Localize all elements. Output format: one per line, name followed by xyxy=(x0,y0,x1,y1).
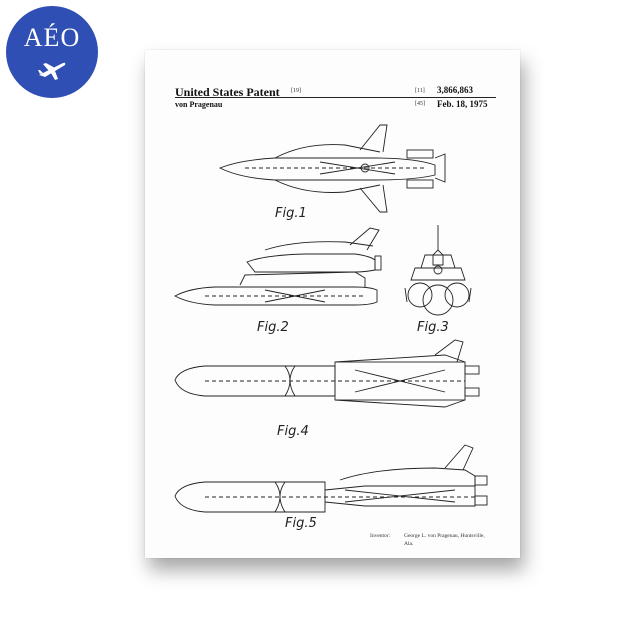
patent-date-ref: [45] xyxy=(415,101,425,107)
fig2-drawing xyxy=(174,227,382,306)
patent-title-ref: [19] xyxy=(291,88,301,94)
fig5-drawing xyxy=(174,444,488,513)
brand-logo-text: AÉO xyxy=(23,23,81,52)
patent-date: Feb. 18, 1975 xyxy=(437,99,488,109)
fig1-label: Fig.1 xyxy=(275,206,307,221)
airplane-icon xyxy=(38,62,66,80)
patent-drawing xyxy=(174,124,488,513)
fig2-label: Fig.2 xyxy=(257,320,289,335)
fig4-label: Fig.4 xyxy=(277,424,309,439)
patent-inventor-short: von Pragenau xyxy=(175,100,223,109)
fig4-drawing xyxy=(174,339,480,408)
inventor-name: George L. von Pragenau, Huntsville, xyxy=(404,533,485,539)
patent-number: 3,866,863 xyxy=(437,85,473,95)
fig3-drawing xyxy=(404,225,472,316)
fig1-drawing xyxy=(218,124,446,213)
patent-header: United States Patent [19] von Pragenau [… xyxy=(145,50,520,110)
inventor-location: Ala. xyxy=(404,541,414,547)
fig3-label: Fig.3 xyxy=(417,320,449,335)
brand-badge: AÉO xyxy=(6,6,98,98)
patent-number-ref: [11] xyxy=(415,88,425,94)
patent-title: United States Patent xyxy=(175,85,280,99)
header-rule xyxy=(175,97,496,98)
patent-poster: United States Patent [19] von Pragenau [… xyxy=(145,50,520,558)
fig5-label: Fig.5 xyxy=(285,516,317,531)
inventor-label: Inventor: xyxy=(370,533,391,539)
